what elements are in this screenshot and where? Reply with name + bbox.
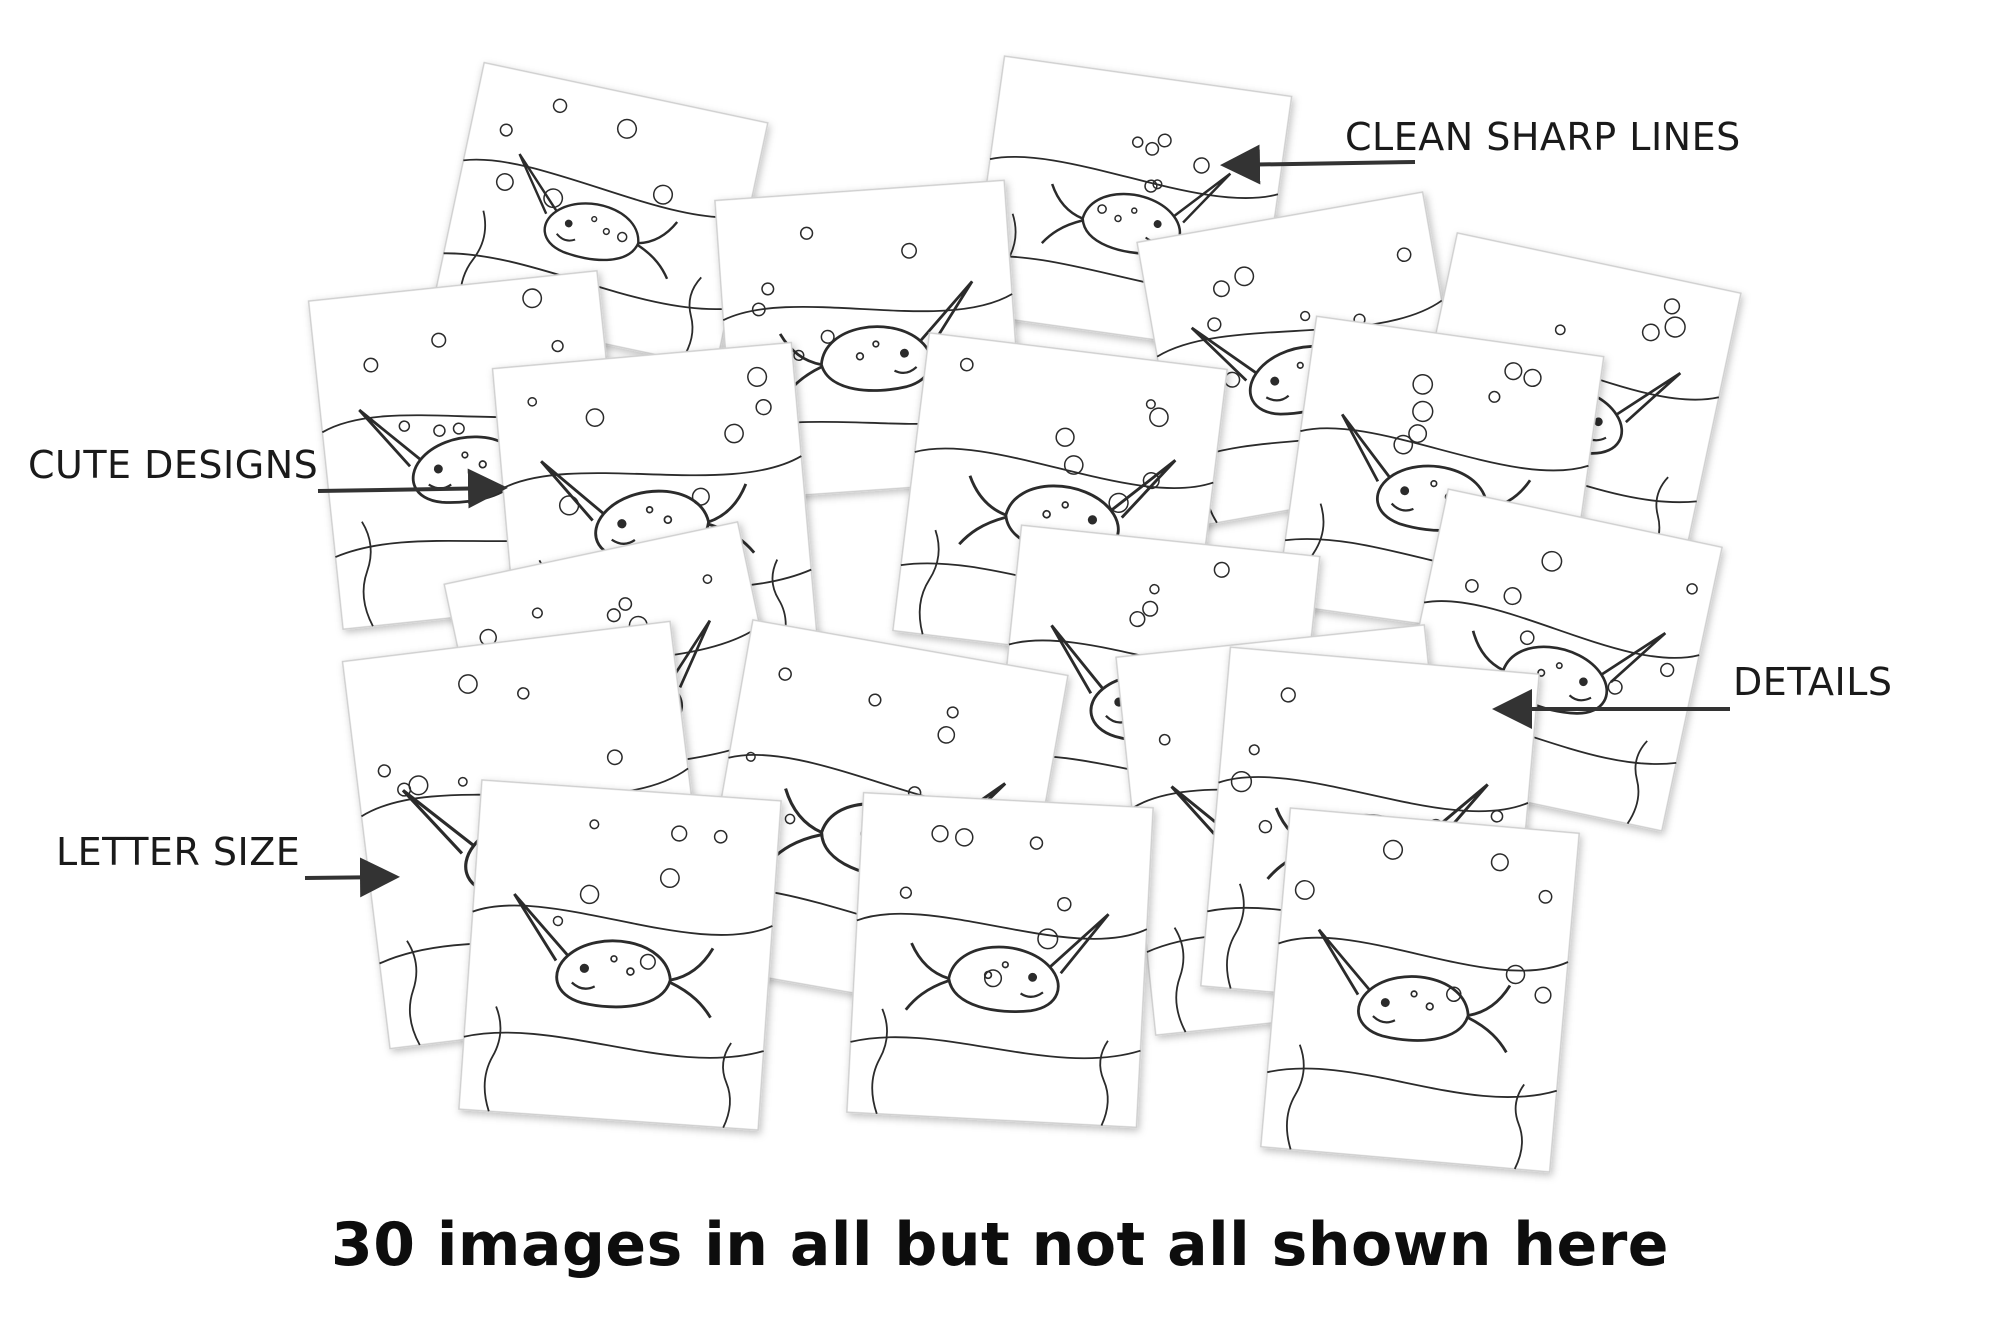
narwhal-drawing [904, 913, 1110, 1013]
coloring-page [1259, 807, 1581, 1173]
pages-layer [307, 55, 1742, 1173]
arrow-clean-lines [1220, 144, 1416, 185]
arrow-letter-size [304, 857, 400, 898]
narwhal-drawing [1317, 928, 1512, 1054]
callout-letter-size: LETTER SIZE [56, 830, 301, 874]
caption: 30 images in all but not all shown here [330, 1210, 1669, 1280]
callout-cute-designs: CUTE DESIGNS [28, 443, 319, 487]
narwhal-drawing [513, 893, 715, 1019]
arrows-layer [304, 144, 1730, 898]
callout-details: DETAILS [1733, 660, 1893, 704]
coloring-page [846, 791, 1154, 1129]
narwhal-drawing [518, 153, 679, 280]
callout-clean-sharp-lines: CLEAN SHARP LINES [1345, 115, 1741, 159]
coloring-page [458, 779, 782, 1131]
arrow-cute-designs [317, 468, 508, 509]
